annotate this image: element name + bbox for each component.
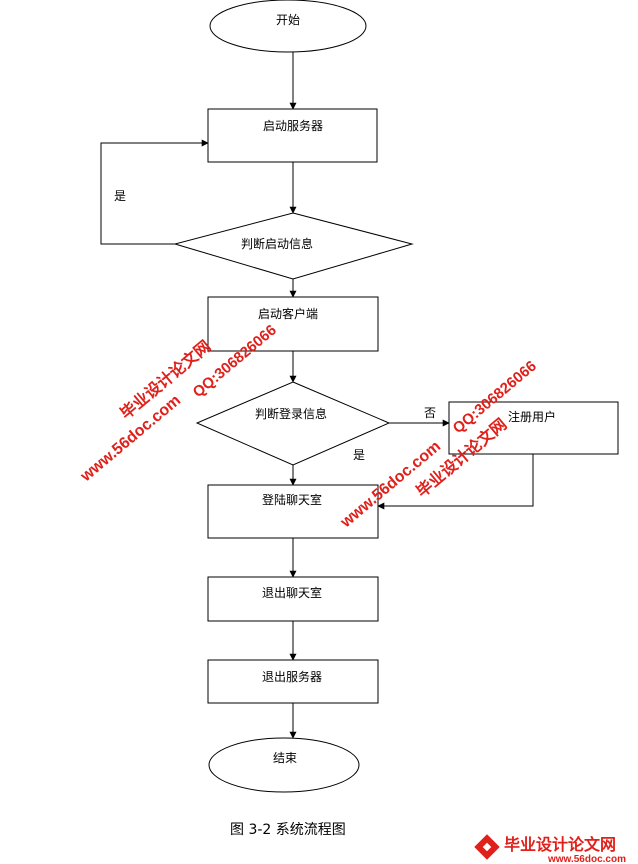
register-box: [448, 401, 619, 455]
start-server-box: [207, 108, 378, 163]
check-login-diamond: [195, 381, 391, 466]
start-client-label: 启动客户端: [258, 306, 318, 321]
start-label: 开始: [276, 13, 300, 27]
edge-labels: 是 否 是: [114, 189, 436, 462]
exit-chat-label: 退出聊天室: [262, 585, 322, 600]
footer-logo-url: www.56doc.com: [547, 854, 626, 864]
exit-chat-box: [207, 576, 379, 622]
exit-server-box: [207, 659, 379, 704]
footer-logo-name: 毕业设计论文网: [504, 835, 616, 854]
login-chat-box: [207, 484, 379, 539]
login-chat-label: 登陆聊天室: [262, 492, 322, 507]
check-start-diamond: [173, 212, 414, 280]
figure-caption: 图 3-2 系统流程图: [230, 822, 346, 838]
register-label: 注册用户: [508, 409, 556, 424]
start-client-box: [207, 296, 379, 352]
end-label: 结束: [273, 751, 297, 765]
edge-register-to-chat: [377, 454, 534, 510]
edge-label-yes-down: 是: [353, 448, 365, 462]
flow-nodes: [173, 0, 619, 793]
start-node: [209, 0, 367, 53]
footer-logo: 毕业设计论文网 www.56doc.com: [474, 834, 626, 864]
start-server-label: 启动服务器: [263, 118, 323, 133]
flow-edges: [100, 52, 534, 739]
logo-mark-icon: [474, 834, 500, 860]
node-labels: 开始 启动服务器 判断启动信息 启动客户端 判断登录信息 注册用户 登陆聊天室 …: [241, 13, 556, 765]
edge-label-yes-loop: 是: [114, 189, 126, 203]
check-start-label: 判断启动信息: [241, 236, 313, 251]
exit-server-label: 退出服务器: [262, 669, 322, 684]
edge-check-loop-back: [100, 139, 209, 245]
end-node: [208, 737, 360, 793]
edge-label-no: 否: [424, 406, 436, 420]
check-login-label: 判断登录信息: [255, 406, 327, 421]
